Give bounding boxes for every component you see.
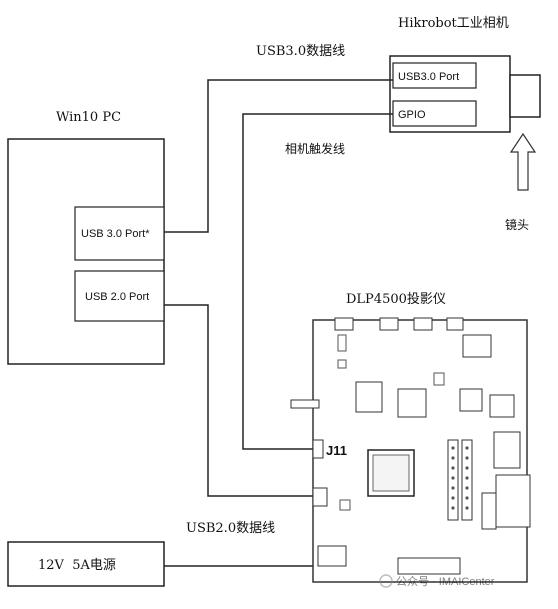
projector-title: DLP4500投影仪 bbox=[346, 291, 446, 307]
board-bottom-header bbox=[397, 557, 461, 575]
board-chip-2 bbox=[397, 388, 427, 418]
pc-usb3-port-box bbox=[74, 206, 165, 261]
board-main-processor-inner bbox=[372, 454, 410, 492]
usb2-cable-label: USB2.0数据线 bbox=[186, 521, 275, 536]
pc-usb3-port-label: USB 3.0 Port* bbox=[81, 228, 150, 240]
board-right-header-1 bbox=[462, 334, 492, 358]
board-component-c bbox=[433, 372, 445, 386]
power-supply-label: 12V 5A电源 bbox=[38, 558, 116, 573]
trigger-cable-label: 相机触发线 bbox=[285, 141, 345, 156]
pc-usb2-port-box bbox=[74, 270, 165, 322]
dlp4500-board: J11 bbox=[290, 317, 531, 583]
board-top-connector-3 bbox=[413, 317, 433, 331]
watermark-text: 公众号 · IMAICenter bbox=[396, 575, 495, 588]
usb3-cable-label: USB3.0数据线 bbox=[256, 44, 345, 59]
power-supply-box bbox=[7, 541, 165, 587]
board-component-a bbox=[337, 334, 347, 352]
board-top-connector-2 bbox=[379, 317, 399, 331]
lens-label: 镜头 bbox=[505, 217, 529, 232]
board-right-jack-3 bbox=[481, 492, 497, 530]
pc-title: Win10 PC bbox=[56, 110, 121, 125]
lens-arrow-icon bbox=[509, 132, 537, 191]
board-power-jack bbox=[317, 545, 347, 567]
pc-usb2-port-label: USB 2.0 Port bbox=[85, 291, 149, 303]
camera-title: Hikrobot工业相机 bbox=[398, 16, 509, 31]
board-component-d bbox=[339, 499, 351, 511]
power-cable-line bbox=[164, 556, 316, 567]
watermark: 公众号 · IMAICenter bbox=[379, 574, 495, 588]
camera-lens-mount bbox=[509, 74, 541, 118]
board-usb-connector bbox=[312, 487, 328, 507]
camera-gpio-label: GPIO bbox=[398, 109, 426, 121]
watermark-logo-icon bbox=[379, 574, 393, 588]
board-pin-header-2 bbox=[461, 439, 473, 521]
board-outline bbox=[312, 319, 528, 583]
board-right-jack-2 bbox=[495, 474, 531, 528]
camera-usb-port-box bbox=[392, 62, 477, 89]
board-pin-header-1 bbox=[447, 439, 459, 521]
board-chip-1 bbox=[355, 381, 383, 413]
board-right-header-2 bbox=[489, 394, 515, 418]
usb3-cable-line bbox=[164, 79, 393, 233]
camera-gpio-box bbox=[392, 100, 477, 127]
board-component-b bbox=[337, 359, 347, 369]
board-j11-connector bbox=[312, 439, 324, 459]
usb2-cable-line bbox=[164, 304, 313, 497]
trigger-cable-line bbox=[242, 113, 393, 450]
board-chip-3 bbox=[459, 388, 483, 412]
board-top-connector-1 bbox=[334, 317, 354, 331]
board-pin-dots bbox=[451, 446, 469, 510]
board-right-jack-1 bbox=[493, 431, 521, 469]
board-left-switch bbox=[290, 399, 320, 409]
camera-body: USB3.0 Port GPIO bbox=[389, 55, 541, 133]
camera-usb-port-label: USB3.0 Port bbox=[398, 71, 459, 83]
board-j11-label: J11 bbox=[326, 443, 347, 458]
board-top-connector-4 bbox=[446, 317, 464, 331]
